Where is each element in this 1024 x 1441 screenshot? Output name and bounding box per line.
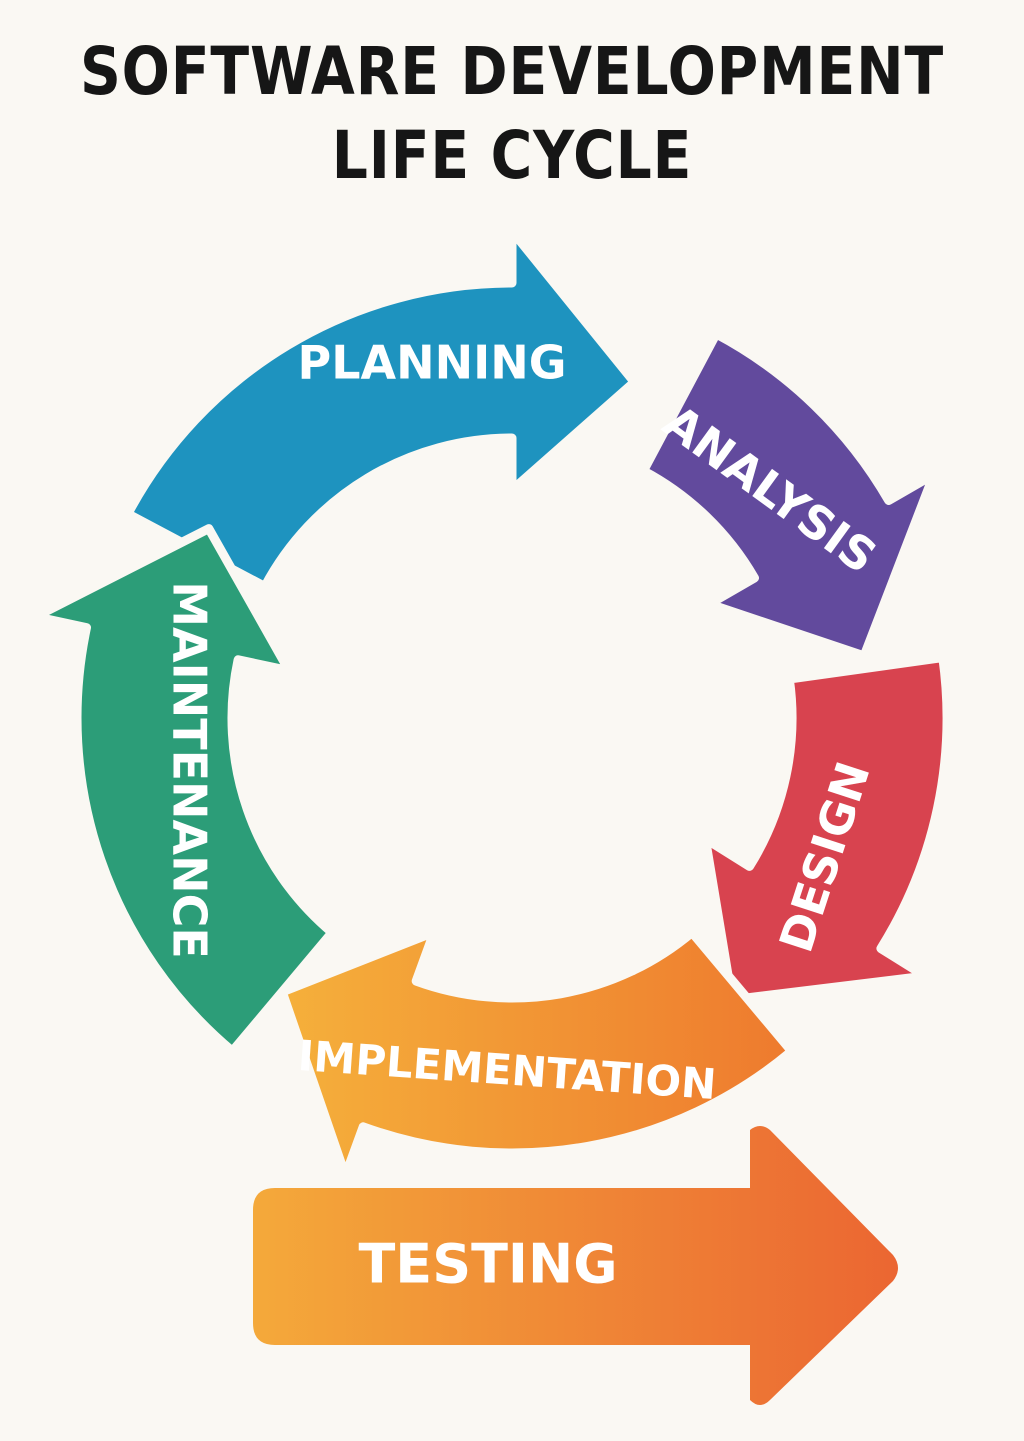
analysis-arrow <box>639 329 939 661</box>
testing-arrow: TESTING <box>253 1126 898 1405</box>
planning-label: PLANNING <box>298 336 567 390</box>
maintenance-label: MAINTENANCE <box>163 581 217 959</box>
maintenance-arrow <box>31 524 337 1056</box>
title-line-1: SOFTWARE DEVELOPMENT <box>79 33 945 110</box>
implementation-arrow <box>277 927 797 1181</box>
testing-label: TESTING <box>358 1233 617 1296</box>
planning-arrow <box>123 226 639 591</box>
testing-arrow-shape <box>253 1126 898 1405</box>
title-line-2: LIFE CYCLE <box>331 117 693 194</box>
page-title: SOFTWARE DEVELOPMENT LIFE CYCLE <box>72 30 953 198</box>
design-arrow <box>700 653 952 1005</box>
